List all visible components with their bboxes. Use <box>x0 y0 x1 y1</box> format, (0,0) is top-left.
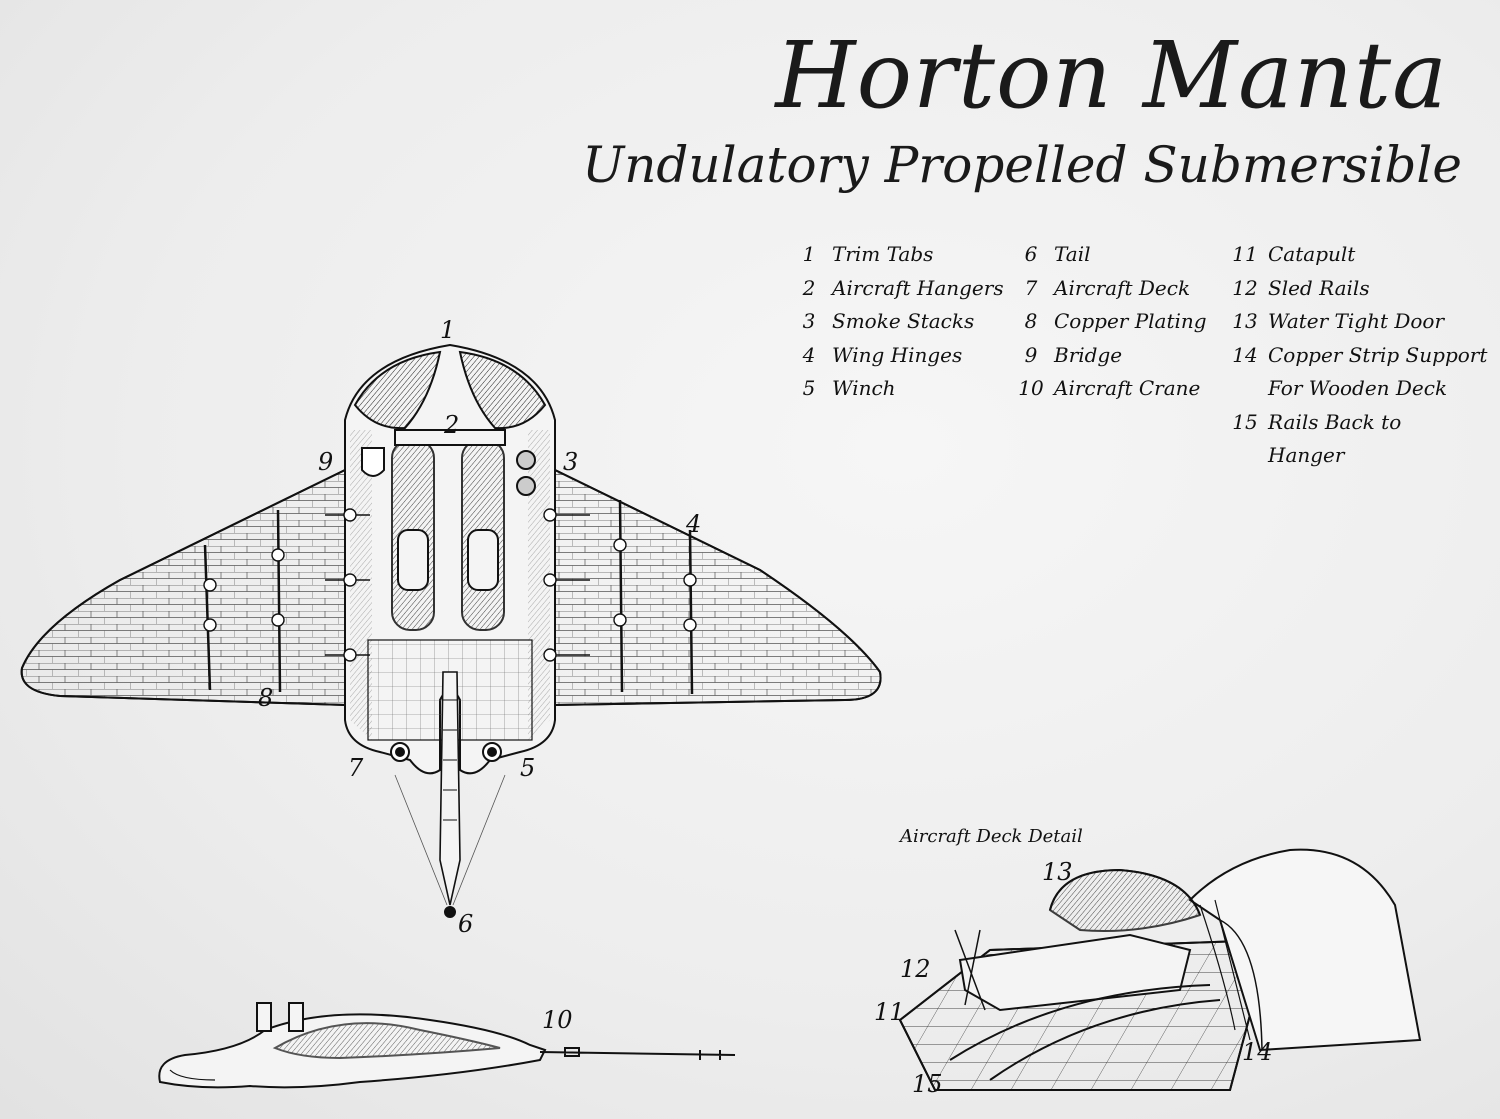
legend-column-2: 6 Tail 7 Aircraft Deck 8 Copper Plating 9 Br… <box>1008 238 1207 406</box>
legend-label: Sled Rails <box>1268 275 1370 300</box>
legend-item: 3 Smoke Stacks <box>786 305 1004 339</box>
callout-13: 13 <box>1042 858 1073 886</box>
manta-top-view <box>20 343 882 918</box>
legend-label: Copper Plating <box>1054 309 1207 333</box>
legend-number: 9 <box>1024 342 1038 367</box>
legend-item: 1 Trim Tabs <box>786 238 1004 272</box>
legend-item: 12 Sled Rails <box>1222 272 1487 306</box>
callout-10: 10 <box>542 1006 573 1034</box>
left-wing <box>20 468 346 707</box>
legend-item: 10 Aircraft Crane <box>1008 372 1207 406</box>
legend-item: Hanger <box>1222 439 1487 473</box>
deck-detail-drawing <box>898 848 1422 1091</box>
legend-column-3: 11 Catapult 12 Sled Rails 13 Water Tight Do… <box>1222 238 1487 473</box>
legend-label: Trim Tabs <box>832 242 934 266</box>
deck-detail-caption: Aircraft Deck Detail <box>900 826 1083 847</box>
callout-12: 12 <box>900 955 931 983</box>
legend-item: 6 Tail <box>1008 238 1207 272</box>
legend-number: 2 <box>802 275 816 300</box>
trim-tab-right <box>458 350 547 430</box>
callout-14: 14 <box>1242 1038 1273 1066</box>
legend-label: Rails Back to <box>1268 409 1402 434</box>
legend-label: Bridge <box>1054 342 1123 367</box>
legend-label: Aircraft Hangers <box>832 275 1004 300</box>
legend-item: For Wooden Deck <box>1222 372 1487 406</box>
legend-item: 11 Catapult <box>1222 238 1487 272</box>
legend-item: 7 Aircraft Deck <box>1008 272 1207 306</box>
legend-label-continued: For Wooden Deck <box>1268 376 1448 400</box>
legend-label: Aircraft Deck <box>1054 275 1191 300</box>
aircraft-crane <box>539 1047 736 1060</box>
bridge <box>361 447 385 477</box>
legend-number: 11 <box>1232 242 1258 266</box>
callout-9: 9 <box>318 448 334 476</box>
legend-number: 13 <box>1232 309 1258 333</box>
callout-7: 7 <box>348 754 364 782</box>
legend-number: 10 <box>1018 376 1044 400</box>
hanger-shell <box>1188 848 1422 1052</box>
tail <box>439 671 461 906</box>
page-title: Horton Manta <box>775 22 1448 129</box>
legend-item: 2 Aircraft Hangers <box>786 272 1004 306</box>
legend-number: 6 <box>1024 242 1038 266</box>
legend-number: 5 <box>802 376 816 400</box>
page-subtitle: Undulatory Propelled Submersible <box>582 136 1462 194</box>
right-wing <box>554 468 882 707</box>
legend-number: 8 <box>1024 309 1038 333</box>
legend-label-continued: Hanger <box>1268 443 1345 467</box>
legend-label: Winch <box>832 376 896 400</box>
sled-rails <box>949 984 1221 1081</box>
smoke-stack <box>516 450 536 470</box>
aircraft-on-deck <box>958 933 1192 1012</box>
legend-item: 5 Winch <box>786 372 1004 406</box>
manta-side-view <box>158 1002 736 1089</box>
legend-label: Tail <box>1054 242 1091 266</box>
legend-number: 12 <box>1232 275 1258 300</box>
legend-label: Wing Hinges <box>832 342 963 367</box>
callout-11: 11 <box>874 998 905 1026</box>
legend-number: 7 <box>1024 275 1038 300</box>
legend-item: 13 Water Tight Door <box>1222 305 1487 339</box>
legend-column-1: 1 Trim Tabs 2 Aircraft Hangers 3 Smoke Stac… <box>786 238 1004 406</box>
callout-2: 2 <box>444 411 460 439</box>
legend-item: 14 Copper Strip Support <box>1222 339 1487 373</box>
side-smoke-stack <box>256 1002 272 1032</box>
legend-label: Water Tight Door <box>1268 309 1445 333</box>
side-smoke-stack <box>288 1002 304 1032</box>
callout-3: 3 <box>563 448 579 476</box>
legend-number: 1 <box>802 242 816 266</box>
legend-label: Smoke Stacks <box>832 309 975 333</box>
trim-tab-left <box>353 350 442 430</box>
smoke-stack <box>516 476 536 496</box>
callout-4: 4 <box>686 510 702 538</box>
callout-15: 15 <box>912 1070 943 1098</box>
legend-label: Catapult <box>1268 242 1356 266</box>
legend-item: 9 Bridge <box>1008 339 1207 373</box>
callout-1: 1 <box>440 316 456 344</box>
legend-label: Aircraft Crane <box>1054 376 1201 400</box>
callout-8: 8 <box>258 684 274 712</box>
legend-number: 4 <box>802 342 816 367</box>
callout-5: 5 <box>520 754 536 782</box>
legend-label: Copper Strip Support <box>1268 342 1488 367</box>
callout-6: 6 <box>458 910 474 938</box>
legend-item: 8 Copper Plating <box>1008 305 1207 339</box>
legend-item: 15 Rails Back to <box>1222 406 1487 440</box>
legend-number: 15 <box>1232 409 1258 434</box>
legend-item: 4 Wing Hinges <box>786 339 1004 373</box>
legend-number: 14 <box>1232 342 1258 367</box>
legend-number: 3 <box>802 309 816 333</box>
